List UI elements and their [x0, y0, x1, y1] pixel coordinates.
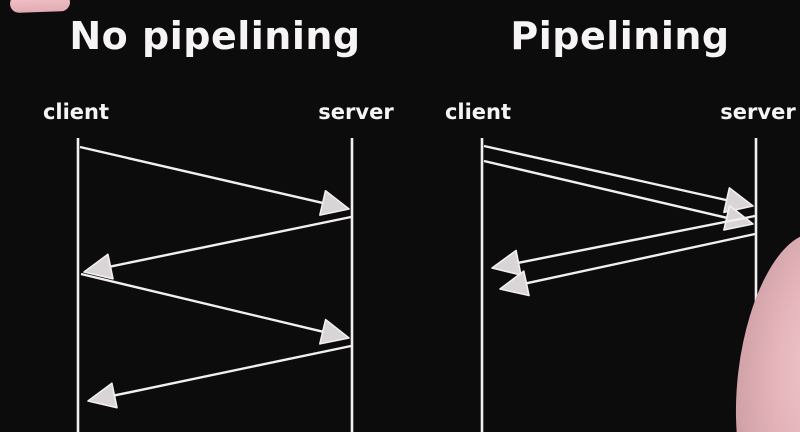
pipelining-response-2-line: [526, 232, 756, 285]
no-pipelining-request-2-arrowhead: [319, 318, 350, 345]
no-pipelining-request-1-line: [79, 145, 323, 205]
pipelining-client-label: client: [444, 100, 512, 124]
no-pipelining-client-label: client: [42, 100, 110, 124]
pipelining-request-2-arrowhead: [723, 204, 754, 231]
pipelining-server-label: server: [720, 100, 796, 124]
no-pipelining-request-2-line: [80, 272, 324, 333]
no-pipelining-response-1-arrowhead: [83, 253, 114, 280]
no-pipelining-server-label: server: [318, 100, 394, 124]
no-pipelining-response-2-arrowhead: [87, 382, 118, 409]
pipelining-request-1-line: [483, 144, 727, 202]
no-pipelining-request-1-arrowhead: [319, 189, 350, 216]
pipelining-title: Pipelining: [510, 14, 730, 58]
top-left-skin-blob: [9, 0, 71, 14]
no-pipelining-title: No pipelining: [69, 14, 361, 58]
no-pipelining-response-2-line: [114, 344, 352, 397]
pipelining-response-2-arrowhead: [499, 270, 530, 297]
pipelining-response-1-arrowhead: [491, 249, 522, 276]
pipelining-request-2-line: [483, 159, 727, 220]
pipelining-response-1-line: [518, 214, 756, 264]
no-pipelining-response-1-line: [110, 215, 352, 268]
